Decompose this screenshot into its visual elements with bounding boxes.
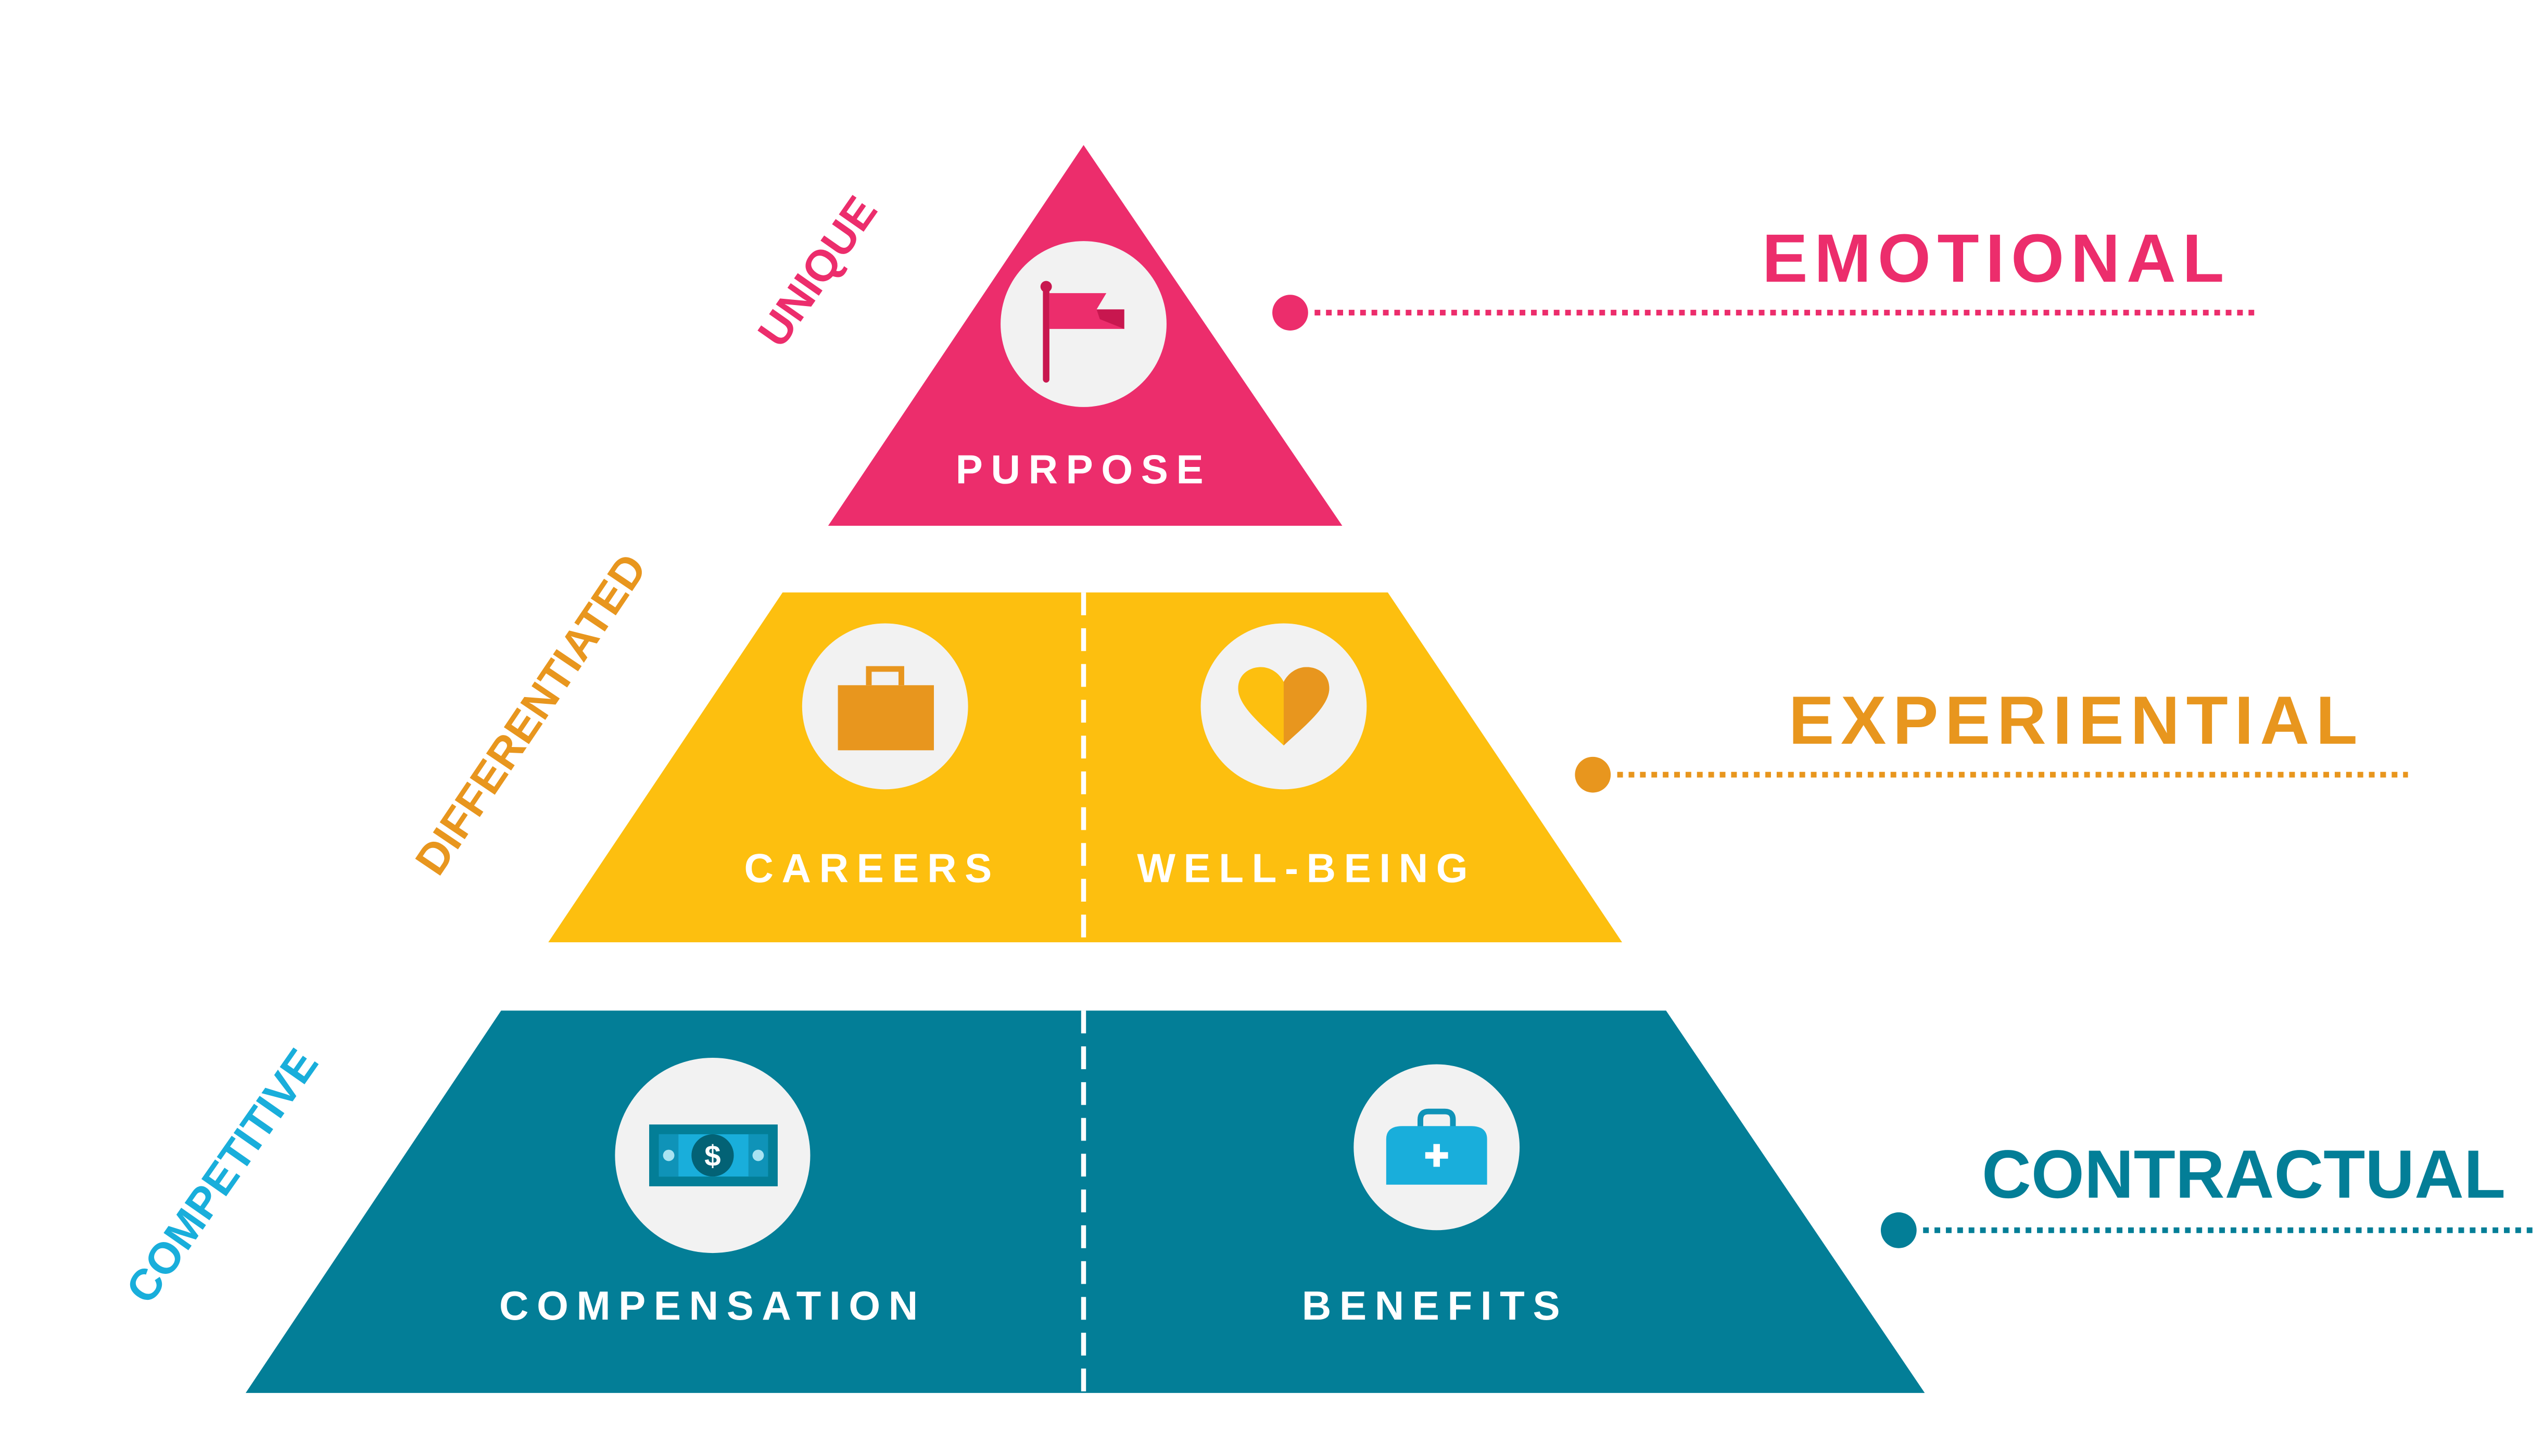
emotional-marker <box>1272 295 1308 331</box>
medical-bag-icon <box>1386 1108 1487 1185</box>
emotional-callout: EMOTIONAL <box>1272 220 2255 331</box>
purpose-label: PURPOSE <box>956 447 1211 492</box>
briefcase-icon <box>838 666 934 751</box>
money-icon: $ <box>649 1124 778 1186</box>
contractual-label: CONTRACTUAL <box>1982 1136 2506 1212</box>
contractual-marker <box>1880 1212 1917 1248</box>
experiential-label: EXPERIENTIAL <box>1789 682 2364 758</box>
emotional-label: EMOTIONAL <box>1762 220 2231 296</box>
experiential-marker <box>1575 756 1611 793</box>
benefits-label: BENEFITS <box>1302 1283 1568 1328</box>
unique-label: UNIQUE <box>749 187 887 356</box>
compensation-label: COMPENSATION <box>499 1283 926 1328</box>
contractual-callout: CONTRACTUAL <box>1880 1136 2538 1248</box>
experiential-callout: EXPERIENTIAL <box>1575 682 2408 793</box>
svg-text:$: $ <box>704 1140 720 1172</box>
careers-label: CAREERS <box>744 845 1000 891</box>
competitive-label: COMPETITIVE <box>117 1040 327 1312</box>
heart-icon <box>1238 667 1330 745</box>
flag-icon <box>1040 281 1124 383</box>
well-being-label: WELL-BEING <box>1137 845 1476 891</box>
differentiated-label: DIFFERENTIATED <box>406 545 656 883</box>
